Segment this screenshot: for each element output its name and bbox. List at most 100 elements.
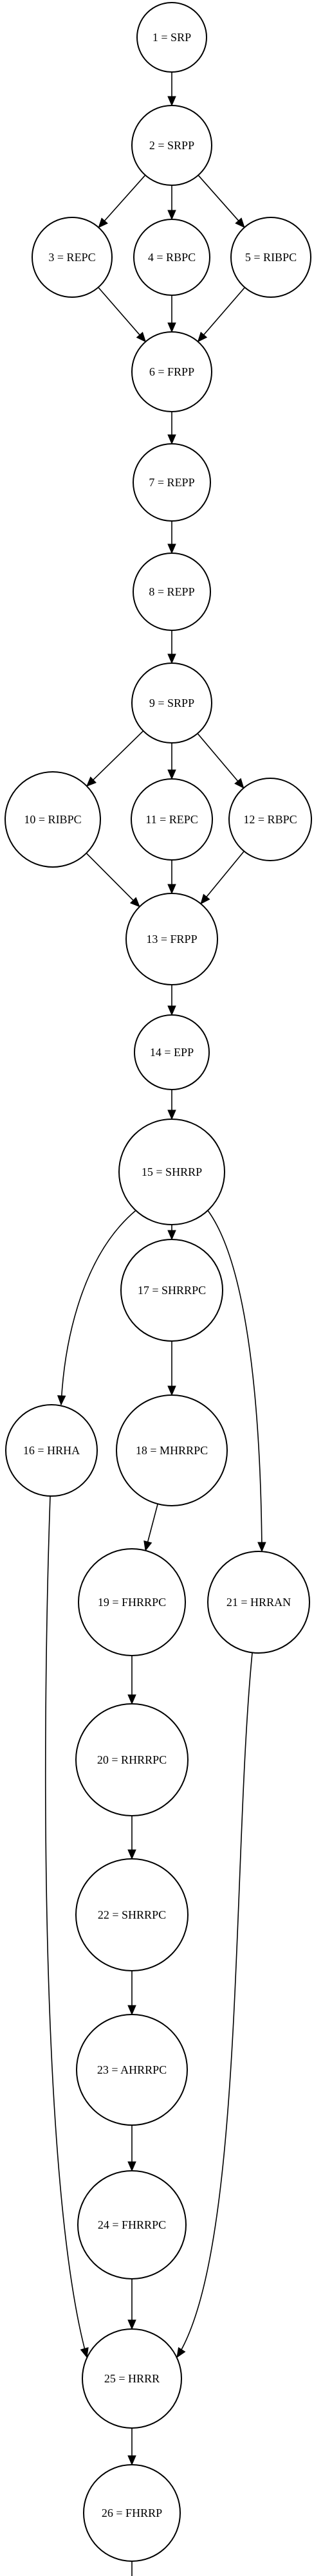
- edge-23-to-24-arrowhead: [127, 2161, 136, 2172]
- node-21-label: 21 = HRRAN: [226, 1596, 291, 1609]
- edge-15-to-21-arrowhead: [257, 1542, 266, 1553]
- node-24-label: 24 = FHRRPC: [98, 2218, 166, 2231]
- edges-layer: [44, 72, 266, 2576]
- node-17-label: 17 = SHRRPC: [138, 1284, 206, 1297]
- node-23-label: 23 = AHRRPC: [97, 2063, 167, 2076]
- node-11-label: 11 = REPC: [145, 813, 198, 826]
- node-19-circle: [78, 1548, 186, 1656]
- node-9: 9 = SRPP: [131, 662, 212, 744]
- edge-2-to-4-arrowhead: [167, 210, 176, 221]
- node-3-circle: [32, 217, 113, 298]
- edge-8-to-9-arrowhead: [167, 653, 176, 664]
- node-2-label: 2 = SRPP: [149, 139, 194, 152]
- node-5-label: 5 = RIBPC: [245, 251, 297, 264]
- edge-10-to-13-arrowhead: [129, 897, 140, 908]
- edge-3-to-6: [98, 287, 142, 336]
- node-6: 6 = FRPP: [131, 331, 212, 412]
- edge-19-to-20-arrowhead: [127, 1694, 136, 1705]
- node-22: 22 = SHRRPC: [75, 1858, 189, 1971]
- node-12-label: 12 = RBPC: [243, 813, 297, 826]
- edge-17-to-18-arrowhead: [167, 1385, 176, 1396]
- edge-9-to-12: [197, 733, 239, 783]
- node-8: 8 = REPP: [133, 553, 211, 631]
- node-4: 4 = RBPC: [133, 219, 210, 296]
- node-14-label: 14 = EPP: [150, 1046, 194, 1059]
- node-10: 10 = RIBPC: [5, 771, 101, 868]
- edge-22-to-23-arrowhead: [127, 2005, 136, 2016]
- node-1: 1 = SRP: [136, 2, 207, 73]
- node-4-label: 4 = RBPC: [148, 251, 196, 264]
- node-15-circle: [118, 1119, 225, 1225]
- edge-15-to-16: [60, 1210, 136, 1405]
- edge-15-to-17-arrowhead: [167, 1230, 176, 1241]
- edge-16-to-25-arrowhead: [80, 2347, 89, 2359]
- node-4-circle: [133, 219, 210, 296]
- node-22-circle: [75, 1858, 189, 1971]
- node-7-label: 7 = REPP: [149, 476, 194, 489]
- edge-14-to-15-arrowhead: [167, 1110, 176, 1120]
- node-25-label: 25 = HRRR: [104, 2372, 160, 2385]
- node-21: 21 = HRRAN: [207, 1551, 310, 1654]
- node-16-circle: [5, 1404, 98, 1497]
- node-26-circle: [83, 2464, 181, 2562]
- node-25: 25 = HRRR: [82, 2328, 182, 2429]
- node-15-label: 15 = SHRRP: [142, 1165, 202, 1178]
- node-12: 12 = RBPC: [228, 778, 312, 861]
- node-8-circle: [133, 553, 211, 631]
- edge-4-to-6-arrowhead: [167, 322, 176, 333]
- edge-2-to-5-arrowhead: [235, 217, 245, 228]
- node-9-circle: [131, 662, 212, 744]
- node-7-circle: [133, 443, 211, 522]
- edge-20-to-22-arrowhead: [127, 1849, 136, 1860]
- node-3: 3 = REPC: [32, 217, 113, 298]
- edge-16-to-25: [44, 1495, 88, 2358]
- node-14-circle: [134, 1014, 210, 1090]
- node-20-label: 20 = RHRRPC: [97, 1753, 167, 1766]
- edge-9-to-12-arrowhead: [234, 778, 245, 789]
- node-1-circle: [136, 2, 207, 73]
- node-7: 7 = REPP: [133, 443, 211, 522]
- node-13: 13 = FRPP: [125, 893, 218, 985]
- edge-2-to-5: [198, 174, 240, 223]
- node-2: 2 = SRPP: [131, 105, 212, 186]
- edge-5-to-6-arrowhead: [197, 331, 208, 343]
- node-10-circle: [5, 771, 101, 868]
- node-18: 18 = MHRRPC: [116, 1394, 228, 1506]
- node-6-label: 6 = FRPP: [149, 365, 194, 378]
- node-16-label: 16 = HRHA: [23, 1444, 80, 1457]
- node-5: 5 = RIBPC: [230, 217, 311, 298]
- node-17: 17 = SHRRPC: [120, 1239, 223, 1342]
- edge-21-to-25-arrowhead: [176, 2347, 186, 2359]
- edge-25-to-26-arrowhead: [127, 2455, 136, 2466]
- node-6-circle: [131, 331, 212, 412]
- node-13-label: 13 = FRPP: [146, 933, 197, 945]
- node-16: 16 = HRHA: [5, 1404, 98, 1497]
- edge-2-to-3-arrowhead: [98, 217, 108, 228]
- node-1-label: 1 = SRP: [152, 31, 191, 44]
- node-18-label: 18 = MHRRPC: [136, 1444, 208, 1457]
- node-20: 20 = RHRRPC: [75, 1703, 189, 1816]
- edge-13-to-14-arrowhead: [167, 1005, 176, 1016]
- node-20-circle: [75, 1703, 189, 1816]
- node-8-label: 8 = REPP: [149, 585, 194, 598]
- node-9-label: 9 = SRPP: [149, 697, 194, 709]
- edge-3-to-6-arrowhead: [136, 331, 147, 343]
- node-19-label: 19 = FHRRPC: [98, 1596, 166, 1609]
- edge-12-to-13-arrowhead: [200, 893, 210, 905]
- edge-18-to-19: [147, 1503, 158, 1544]
- node-17-circle: [120, 1239, 223, 1342]
- edge-15-to-21: [207, 1210, 263, 1552]
- node-15: 15 = SHRRP: [118, 1119, 225, 1225]
- edge-2-to-3: [103, 174, 146, 223]
- node-22-label: 22 = SHRRPC: [98, 1908, 166, 1921]
- node-18-circle: [116, 1394, 228, 1506]
- node-19: 19 = FHRRPC: [78, 1548, 186, 1656]
- node-3-label: 3 = REPC: [48, 251, 95, 264]
- edge-9-to-10: [91, 730, 144, 781]
- edge-7-to-8-arrowhead: [167, 544, 176, 554]
- node-23-circle: [76, 2014, 188, 2126]
- node-21-circle: [207, 1551, 310, 1654]
- edge-18-to-19-arrowhead: [143, 1540, 152, 1551]
- node-11: 11 = REPC: [131, 778, 213, 861]
